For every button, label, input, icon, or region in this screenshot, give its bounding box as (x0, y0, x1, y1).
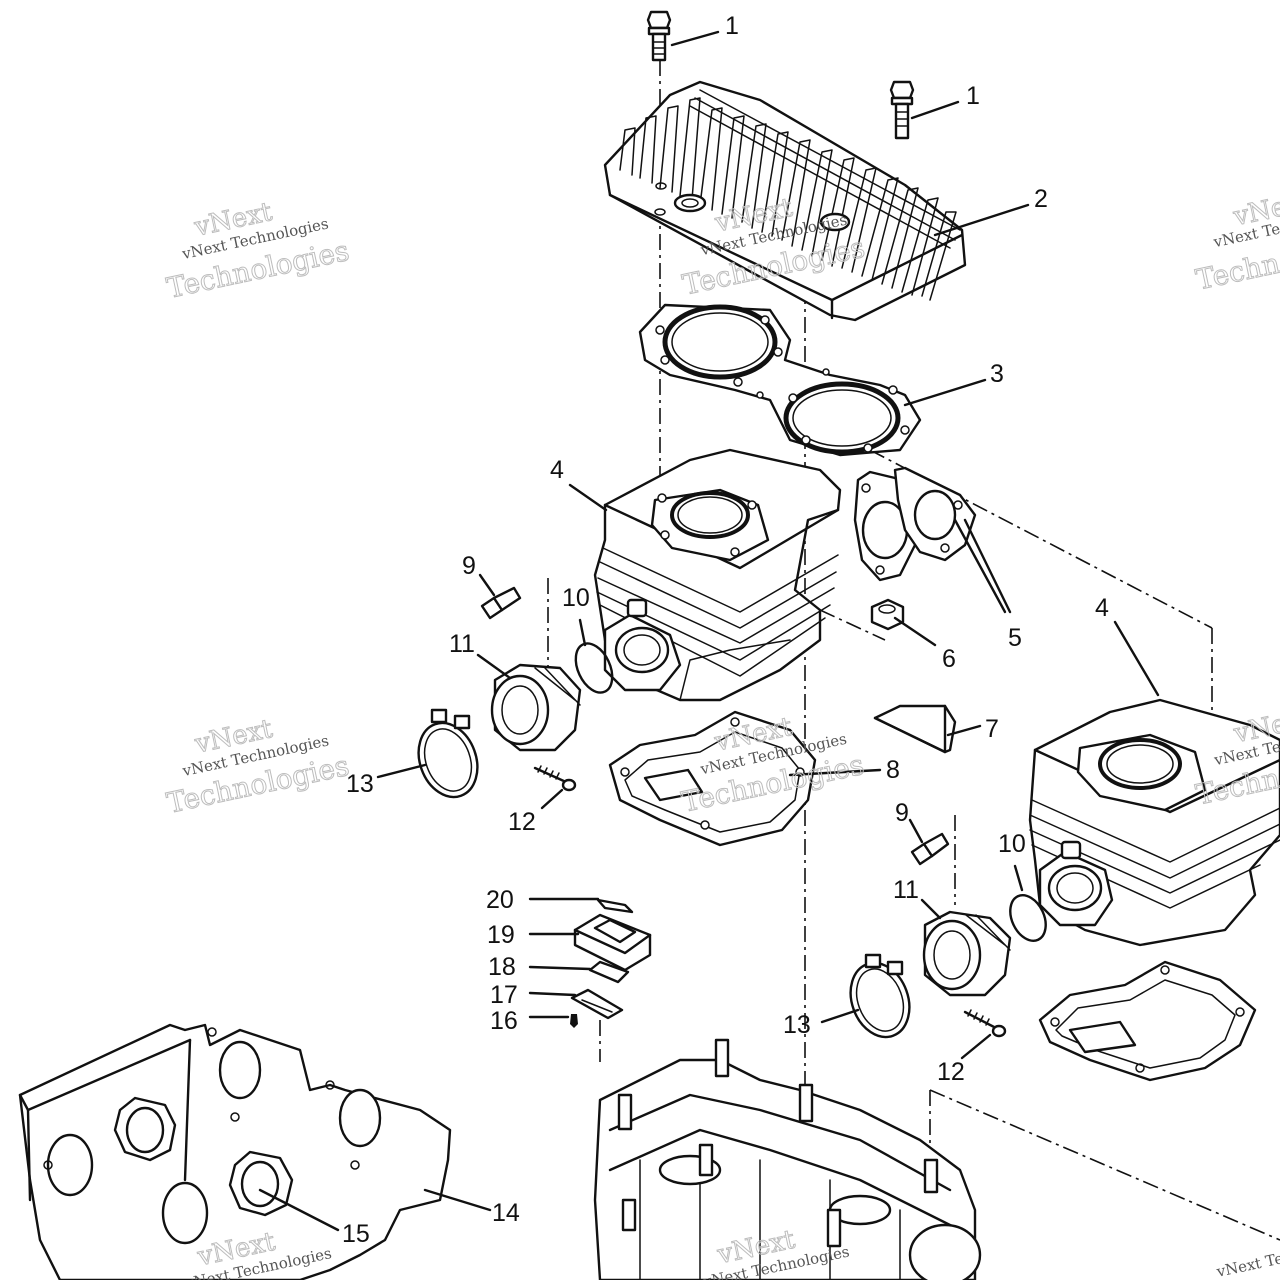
watermark: vNext vNext Technologies Technologies (163, 713, 352, 820)
head-cooling-fins (619, 89, 961, 301)
hose-clamp-lower (849, 953, 911, 1039)
reed-valve-block (573, 913, 652, 972)
head-bolt-left (646, 10, 672, 62)
callout-12: 12 (937, 1058, 965, 1086)
watermark: vNext vNext Technologies (183, 1226, 333, 1280)
watermark: vNext vNext Technologies Technologies (163, 197, 352, 306)
callout-15: 15 (342, 1220, 370, 1248)
base-gasket-lower (1038, 960, 1257, 1082)
reed-stopper (596, 898, 634, 914)
crankcase-studs (617, 1038, 939, 1248)
head-gasket (638, 303, 922, 457)
spacer-block (873, 704, 957, 754)
callout-9: 9 (895, 799, 909, 827)
reed-plate (570, 988, 624, 1020)
callout-16: 16 (490, 1007, 518, 1035)
callout-13: 13 (346, 770, 374, 798)
head-bolt-right (889, 80, 915, 140)
callout-6: 6 (942, 645, 956, 673)
callout-8: 8 (886, 756, 900, 784)
callout-4: 4 (1095, 594, 1109, 622)
intake-adaptor-lower (922, 910, 1012, 997)
callout-11: 11 (449, 630, 475, 658)
watermark: vNext vNext Technologies Technologies (1192, 186, 1280, 297)
callout-leaders (258, 30, 1160, 1232)
callout-19: 19 (487, 921, 515, 949)
reed-screw (570, 1014, 578, 1028)
exhaust-heat-shield (18, 1023, 452, 1280)
o-ring-upper (574, 642, 614, 694)
watermark: vNext Technologies (1214, 1232, 1280, 1280)
callout-2: 2 (1034, 185, 1048, 213)
callout-11: 11 (893, 876, 919, 904)
intake-screw-upper (480, 586, 522, 620)
callout-14: 14 (492, 1199, 520, 1227)
callout-1: 1 (725, 12, 739, 40)
base-gasket-upper (608, 710, 817, 847)
callout-3: 3 (990, 360, 1004, 388)
exhaust-gaskets (853, 466, 977, 582)
callout-18: 18 (488, 953, 516, 981)
callout-4: 4 (550, 456, 564, 484)
svg-text:vNext Technologies: vNext Technologies (1214, 1232, 1280, 1280)
exhaust-nut (870, 598, 905, 631)
crankcase (593, 1038, 982, 1280)
intake-adaptor-upper (490, 663, 582, 752)
cylinder-head (603, 80, 967, 322)
callout-7: 7 (985, 715, 999, 743)
cylinder-upper (593, 448, 842, 702)
clamp-screw-upper (533, 765, 577, 792)
reed-petal (588, 960, 630, 984)
hose-clamp-upper (417, 708, 479, 799)
o-ring-lower (1009, 894, 1047, 942)
callout-10: 10 (998, 830, 1026, 858)
callout-10: 10 (562, 584, 590, 612)
callout-13: 13 (783, 1011, 811, 1039)
callout-17: 17 (490, 981, 518, 1009)
callout-labels: 1 1 2 3 4 4 5 6 7 8 9 9 10 10 11 11 12 1… (342, 12, 1109, 1248)
intake-screw-lower (910, 832, 950, 866)
callout-20: 20 (486, 886, 514, 914)
callout-1: 1 (966, 82, 980, 110)
callout-9: 9 (462, 552, 476, 580)
callout-12: 12 (508, 808, 536, 836)
clamp-screw-lower (963, 1009, 1007, 1038)
cylinder-lower (1028, 698, 1280, 947)
callout-5: 5 (1008, 624, 1022, 652)
